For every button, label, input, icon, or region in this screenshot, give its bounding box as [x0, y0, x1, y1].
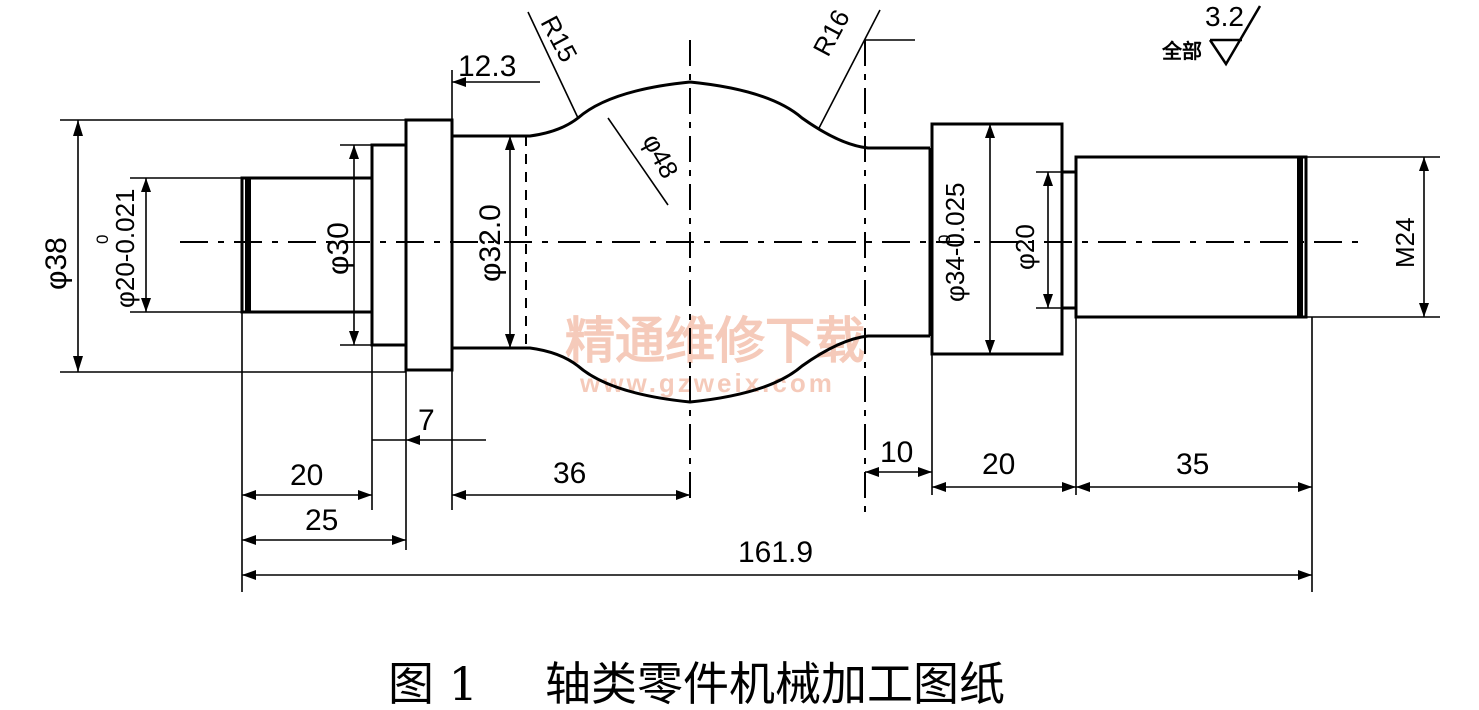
neck-upper: [452, 80, 930, 150]
relief-phi20: [1060, 170, 1078, 310]
watermark-url: www.gzweix.com: [579, 368, 835, 398]
dim-20-left: 20: [290, 459, 323, 492]
figure-caption: 图 1 轴类零件机械加工图纸: [388, 657, 1005, 710]
dim-phi34-tol-upper: 0: [935, 235, 954, 244]
dim-35: 35: [1176, 448, 1209, 481]
dim-10: 10: [880, 436, 913, 469]
dim-phi38: φ38: [40, 237, 73, 290]
caption-title: 轴类零件机械加工图纸: [545, 657, 1005, 710]
caption-figure-number: 图 1: [388, 657, 478, 710]
dim-36: 36: [553, 457, 586, 490]
dim-m24: M24: [1390, 217, 1420, 268]
dim-20-right: 20: [982, 448, 1015, 481]
thread-m24: [1074, 155, 1308, 319]
dim-phi20: φ20: [1010, 224, 1040, 270]
dim-r15: R15: [535, 11, 584, 67]
roughness-symbol: 全部 3.2: [1161, 1, 1262, 67]
arrow-heads: [73, 77, 1429, 580]
roughness-label: 全部: [1161, 39, 1202, 63]
dim-phi30: φ30: [322, 222, 355, 275]
collar-phi38: [404, 118, 454, 372]
dim-phi48: φ48: [637, 129, 685, 184]
watermark: 精通维修下载 www.gzweix.com: [565, 313, 865, 398]
construction-lines: [525, 40, 866, 520]
dim-12-3: 12.3: [458, 50, 516, 83]
dim-25: 25: [305, 504, 338, 537]
dimension-lines: [60, 9, 1440, 592]
dim-7: 7: [418, 404, 435, 437]
dim-phi20-tol: φ20-0.021: [110, 188, 140, 308]
dim-161-9: 161.9: [738, 536, 813, 569]
roughness-icon: [1208, 5, 1262, 67]
dim-phi32: φ32.0: [474, 204, 507, 282]
step-phi30: [370, 143, 408, 347]
dim-phi34-tol: φ34-0.025: [940, 182, 970, 302]
roughness-value: 3.2: [1205, 1, 1244, 32]
dim-phi20-tol-upper: 0: [93, 235, 112, 244]
dim-r16: R16: [807, 5, 856, 61]
watermark-text: 精通维修下载: [565, 313, 865, 369]
